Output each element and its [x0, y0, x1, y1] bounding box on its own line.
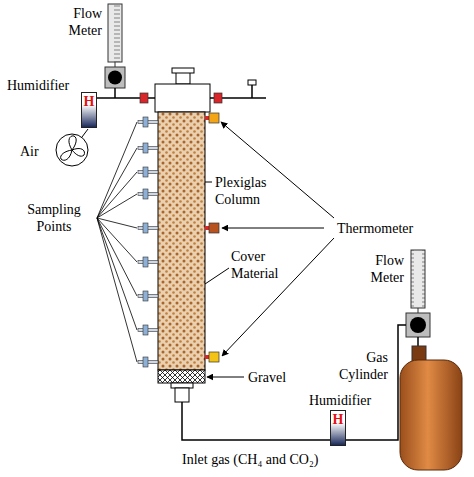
thermometers — [205, 113, 334, 362]
flow-meter-right — [406, 250, 430, 346]
thermometer — [209, 223, 219, 233]
flow-meter-top — [105, 4, 125, 98]
humidifier-label: Humidifier — [309, 392, 371, 409]
leader-line — [205, 268, 229, 284]
flow-meter-ball — [410, 317, 426, 333]
leader-line — [97, 218, 137, 296]
valve — [140, 93, 148, 103]
inlet-gas-label: Inlet gas (CH₄ and CO₂) — [182, 451, 319, 468]
vent-cap — [248, 80, 256, 85]
pipe — [182, 402, 330, 440]
thermometer — [209, 113, 219, 123]
cover-material-label: Cover Material — [231, 248, 297, 282]
leader-arrow — [207, 377, 244, 378]
sampling-valve — [143, 325, 148, 335]
pipe — [82, 129, 88, 137]
flow-meter-label: Flow Meter — [350, 252, 404, 286]
sampling-valve — [143, 357, 148, 367]
air-label: Air — [20, 143, 39, 160]
flow-meter-body — [105, 67, 125, 88]
vent-stub — [251, 84, 253, 98]
sampling-valve — [143, 223, 148, 233]
leader-line — [97, 218, 137, 330]
thermometer-port — [205, 116, 209, 120]
flow-meter-stem — [418, 308, 419, 313]
column-label: Plexiglas Column — [215, 174, 285, 208]
leader-line — [97, 148, 137, 218]
column-cap — [155, 84, 210, 112]
leader-line — [97, 194, 137, 218]
valve — [214, 93, 222, 103]
pipe — [346, 325, 406, 440]
sampling-valve — [143, 117, 148, 127]
flow-meter-ball — [108, 71, 122, 85]
leader-line — [97, 122, 137, 218]
sampling-points-label: Sampling Points — [14, 201, 94, 235]
humidifier: HumidifierH — [330, 410, 346, 446]
leader-line — [97, 218, 137, 362]
sampling-valve — [143, 167, 148, 177]
sampling-valve — [143, 291, 148, 301]
sampling-valve — [143, 257, 148, 267]
bottom-nozzle — [175, 388, 189, 402]
leader-line — [205, 182, 212, 183]
sampling-valve — [143, 143, 148, 153]
fan-blade — [69, 136, 76, 150]
humidifier: HumidifierH — [81, 92, 97, 128]
top-nozzle — [176, 72, 190, 84]
leader-line — [97, 218, 137, 228]
gravel-label: Gravel — [248, 369, 286, 386]
top-flange — [172, 68, 194, 73]
humidifier-label: Humidifier — [7, 77, 69, 94]
pipe — [114, 88, 116, 98]
leader-line — [97, 172, 137, 218]
gas-cylinder-label: Gas Cylinder — [318, 349, 388, 383]
thermometer-label: Thermometer — [337, 220, 413, 237]
sampling-points — [97, 117, 158, 367]
gas-cylinder — [400, 346, 462, 470]
gravel-layer — [158, 370, 205, 383]
humidifier-letter: H — [331, 411, 345, 428]
fan-blade — [72, 149, 85, 157]
sampling-valve — [143, 189, 148, 199]
leader-arrow — [222, 228, 324, 229]
flow-meter-tube — [411, 250, 425, 308]
flow-meter-body — [406, 313, 430, 337]
cylinder-body — [400, 360, 462, 470]
plexiglas-column — [158, 112, 205, 370]
air-fan — [56, 129, 88, 166]
flow-meter-stem — [115, 62, 116, 67]
thermometer — [209, 352, 219, 362]
flow-meter-tube — [108, 4, 122, 62]
column — [155, 68, 210, 402]
fan-housing — [56, 134, 88, 166]
humidifier-letter: H — [82, 93, 96, 110]
thermometer-port — [205, 226, 209, 230]
thermometer-port — [205, 355, 209, 359]
flow-meter-label: Flow Meter — [50, 5, 102, 39]
bottom-piping — [182, 325, 406, 440]
fan-blade — [61, 150, 72, 160]
pipe — [417, 337, 419, 346]
leader-arrow — [222, 238, 334, 356]
bottom-flange — [171, 383, 193, 388]
